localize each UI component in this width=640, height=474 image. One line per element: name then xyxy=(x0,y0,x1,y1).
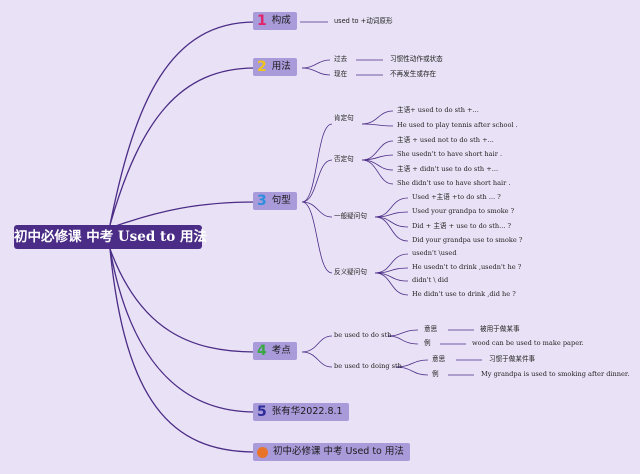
number-4: 4 xyxy=(257,343,267,359)
orange-dot-icon xyxy=(257,446,268,458)
number-1: 1 xyxy=(257,13,267,29)
tag-line: He usedn't to drink ,usedn't he ? xyxy=(412,263,522,271)
b2-key-past: 过去 xyxy=(334,55,348,63)
root-topic[interactable]: 初中必修课 中考 Used to 用法 xyxy=(14,225,207,249)
branch-1[interactable]: 1 构成 xyxy=(253,12,297,30)
branch-6-label: 初中必修课 中考 Used to 用法 xyxy=(273,446,404,457)
branch-2-label: 用法 xyxy=(271,61,291,72)
number-3: 3 xyxy=(257,193,267,209)
branch-4-label: 考点 xyxy=(271,345,291,356)
branch-2[interactable]: 2 用法 xyxy=(253,58,297,76)
tag-line: didn't \ did xyxy=(412,276,449,284)
point-a-example: wood can be used to make paper. xyxy=(472,339,584,347)
branch-3[interactable]: 3 句型 xyxy=(253,192,297,210)
point-b-example-key: 例 xyxy=(432,370,439,378)
tag-line: He didn't use to drink ,did he ? xyxy=(412,290,516,298)
question-line: Did your grandpa use to smoke ? xyxy=(412,236,523,244)
question-line: Used your grandpa to smoke ? xyxy=(412,207,515,215)
neg-line: She didn't use to have short hair . xyxy=(397,179,511,187)
question-line: Used +主语 +to do sth ... ? xyxy=(412,193,501,201)
affirm-line: He used to play tennis after school . xyxy=(397,121,518,129)
branch-4[interactable]: 4 考点 xyxy=(253,342,297,360)
neg-line: She usedn't to have short hair . xyxy=(397,150,503,158)
branch-5[interactable]: 5 张有华2022.8.1 xyxy=(253,403,349,421)
b2-key-now: 现在 xyxy=(334,70,348,78)
point-b-meaning-key: 意思 xyxy=(432,355,446,363)
tag-question-label: 反义疑问句 xyxy=(334,268,367,276)
b1-formula: used to +动词原形 xyxy=(334,17,393,25)
point-b-example: My grandpa is used to smoking after dinn… xyxy=(481,370,630,378)
point-b-meaning: 习惯于做某件事 xyxy=(489,355,536,363)
question-line: Did + 主语 + use to do sth... ? xyxy=(412,222,512,230)
affirmative-label: 肯定句 xyxy=(334,114,354,122)
number-5: 5 xyxy=(257,404,267,420)
negative-label: 否定句 xyxy=(334,155,354,163)
neg-line: 主语 + used not to do sth +... xyxy=(397,136,494,144)
branch-6[interactable]: 初中必修课 中考 Used to 用法 xyxy=(253,443,410,461)
point-a-meaning: 被用于做某事 xyxy=(480,325,520,333)
question-label: 一般疑问句 xyxy=(334,212,367,220)
number-2: 2 xyxy=(257,59,267,75)
branch-1-label: 构成 xyxy=(271,15,291,26)
branch-5-label: 张有华2022.8.1 xyxy=(271,406,343,417)
neg-line: 主语 + didn't use to do sth +... xyxy=(397,165,499,173)
point-b-label: be used to doing sth xyxy=(334,362,402,370)
point-a-meaning-key: 意思 xyxy=(424,325,438,333)
tag-line: usedn't \used xyxy=(412,249,457,257)
affirm-line: 主语+ used to do sth +... xyxy=(397,106,479,114)
b2-value-past: 习惯性动作或状态 xyxy=(390,55,443,63)
point-a-label: be used to do sth xyxy=(334,331,392,339)
b2-value-now: 不再发生或存在 xyxy=(390,70,437,78)
branch-3-label: 句型 xyxy=(271,195,291,206)
point-a-example-key: 例 xyxy=(424,339,431,347)
